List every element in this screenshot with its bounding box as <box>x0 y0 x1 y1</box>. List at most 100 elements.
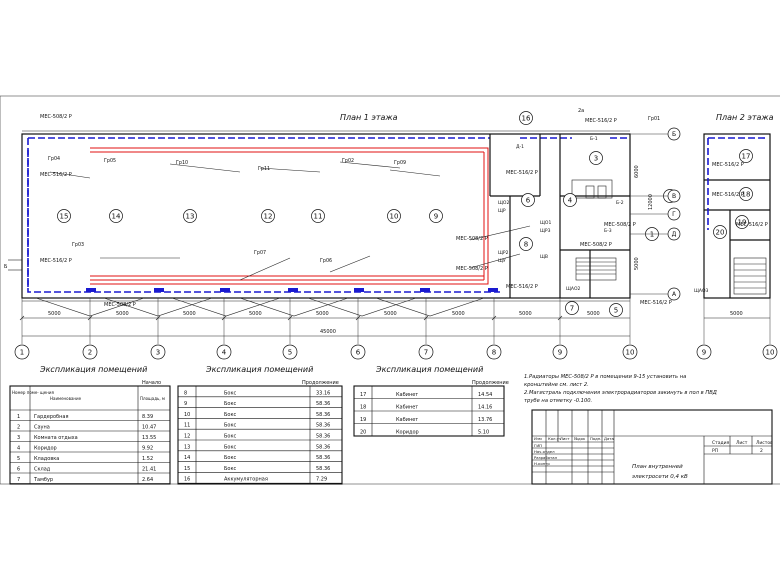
table1-col-number: Номер поме- щения <box>12 390 54 395</box>
table2-cell: 10 <box>184 412 190 418</box>
explication-table-1: Экспликация помещений Начало Номер поме-… <box>9 365 171 485</box>
sheet-header: Лист <box>736 440 748 446</box>
room-marker-13: 13 <box>183 209 197 223</box>
misc-label: Б-3 <box>604 228 612 234</box>
floor2-span-dimension: 5000 <box>730 311 743 317</box>
room-marker-10: 10 <box>387 209 401 223</box>
table3-cell: 14.16 <box>478 405 492 411</box>
table2-cell: Бокс <box>224 466 237 472</box>
table1-cell: Тамбур <box>33 477 53 483</box>
table1-cell: 1 <box>17 414 20 420</box>
stamp-column-label: №док <box>574 436 586 441</box>
radiator-label-left1: МЕС-516/2 Р <box>40 172 72 178</box>
table2-cell: 8 <box>184 390 187 396</box>
axis-bubble-5-text: 5 <box>288 349 292 357</box>
table3-cell: 14.54 <box>478 392 492 398</box>
note-line-3: 2.Магистраль подключения электрорадиатор… <box>524 390 717 396</box>
room-marker-9-text: 9 <box>434 213 438 221</box>
floor1-outer-wall <box>21 133 631 299</box>
room-marker-18: 18 <box>739 187 753 201</box>
room-marker-5: 5 <box>609 303 623 317</box>
room-marker-17: 17 <box>739 149 753 163</box>
axis-bubble-f2-10: 10 <box>762 344 778 360</box>
table1-cell: 21.41 <box>142 467 156 473</box>
floor2-outer-wall <box>703 133 771 299</box>
axis-bubble-3: 3 <box>150 344 166 360</box>
table2-cell: 16 <box>184 477 190 483</box>
axis-letter-Г: Г <box>667 207 681 221</box>
room-marker-19-text: 19 <box>738 219 747 227</box>
room-marker-3: 3 <box>589 151 603 165</box>
circuit-label: Гр03 <box>72 242 84 248</box>
radiator-group <box>86 288 498 292</box>
table3-cell: 17 <box>360 392 366 398</box>
table2-cell: 58.36 <box>316 444 330 450</box>
table2-cell: Бокс <box>224 412 237 418</box>
table1-cell: 7 <box>17 477 20 483</box>
span-dimension: 5000 <box>48 311 61 317</box>
span-dimension: 5000 <box>316 311 329 317</box>
table2-cell: 33.16 <box>316 390 330 396</box>
axis-bubble-4-text: 4 <box>222 349 227 357</box>
table2-cell: Бокс <box>224 455 237 461</box>
panel-label: ЩР2 <box>498 250 509 256</box>
table2-cell: 11 <box>184 423 190 429</box>
radiator-label-room6: МЕС-516/2 Р <box>506 170 538 176</box>
table1-cell: Комната отдыха <box>34 435 78 441</box>
table2-cell: 58.36 <box>316 434 330 440</box>
room-marker-14: 14 <box>109 209 123 223</box>
circuit-label: Гр02 <box>342 158 354 164</box>
axis-bubble-6: 6 <box>350 344 366 360</box>
table1-header-extra: Начало <box>142 380 161 386</box>
table3-header-extra: Продолжение <box>472 380 509 386</box>
room-marker-9: 9 <box>429 209 443 223</box>
axis-letter-Б-text: Б <box>672 131 676 138</box>
table1-cell: 5 <box>17 456 20 462</box>
table2-cell: Бокс <box>224 401 237 407</box>
stamp-row-label: Разработал <box>534 455 558 460</box>
room-marker-7: 7 <box>565 301 579 315</box>
drawing-title-line-1: План внутренней <box>632 464 683 470</box>
radiator-label-room4: МЕС-508/2 Р <box>604 222 636 228</box>
room-marker-4-text: 4 <box>568 197 573 205</box>
radiator-label-mid2: МЕС-508/2 Р <box>456 266 488 272</box>
radiator-label-f2-2: МЕС-516/2 Р <box>712 192 744 198</box>
table1-cell: 10.47 <box>142 425 156 431</box>
axis-letter-В-text: В <box>672 193 676 200</box>
table1-cell: 6 <box>17 467 20 473</box>
span-dimension: 5000 <box>116 311 129 317</box>
room-marker-15: 15 <box>57 209 71 223</box>
floor1-plan-title: План 1 этажа <box>340 113 398 122</box>
panel-label: ЩАО3 <box>694 288 709 294</box>
room-marker-14-text: 14 <box>112 213 121 221</box>
misc-label: Б-1 <box>590 136 598 142</box>
room-marker-8-text: 8 <box>524 241 528 249</box>
span-dimension: 5000 <box>183 311 196 317</box>
axis-letter-В: В <box>667 189 681 203</box>
table1-cell: 1.52 <box>142 456 153 462</box>
axis-bubble-9: 9 <box>552 344 568 360</box>
radiator-label-room7: МЕС-516/2 Р <box>506 284 538 290</box>
axis-bubble-2: 2 <box>82 344 98 360</box>
radiator-label-f2-3: МЕС-516/2 Р <box>736 222 768 228</box>
floor1-plan: Б 15141312111096543218716 МЕС-508/2 Р МЕ… <box>4 111 709 317</box>
circuit-label: Гр07 <box>254 250 266 256</box>
table2-cell: Бокс <box>224 423 237 429</box>
axis-bubble-f2-9: 9 <box>696 344 712 360</box>
table2-title: Экспликация помещений <box>205 365 313 374</box>
radiator-label-top: МЕС-508/2 Р <box>40 114 72 120</box>
circuit-label: Гр09 <box>394 160 406 166</box>
stage-header: Стадия <box>712 440 730 446</box>
floor2-plan-title: План 2 этажа <box>716 113 774 122</box>
stage-value: РП <box>712 448 718 454</box>
room-marker-12-text: 12 <box>264 213 273 221</box>
axis-bubble-f2-10-text: 10 <box>766 349 775 357</box>
room-marker-11: 11 <box>311 209 325 223</box>
table1-col-area: Площадь, м <box>140 396 165 401</box>
room-marker-19: 19 <box>735 215 749 229</box>
panel-label: ЩР3 <box>540 228 551 234</box>
drawing-notes: 1.Радиаторы МЕС-508/2 Р в помещении 9-15… <box>524 374 717 404</box>
table1-cell: Кладовка <box>34 456 59 462</box>
